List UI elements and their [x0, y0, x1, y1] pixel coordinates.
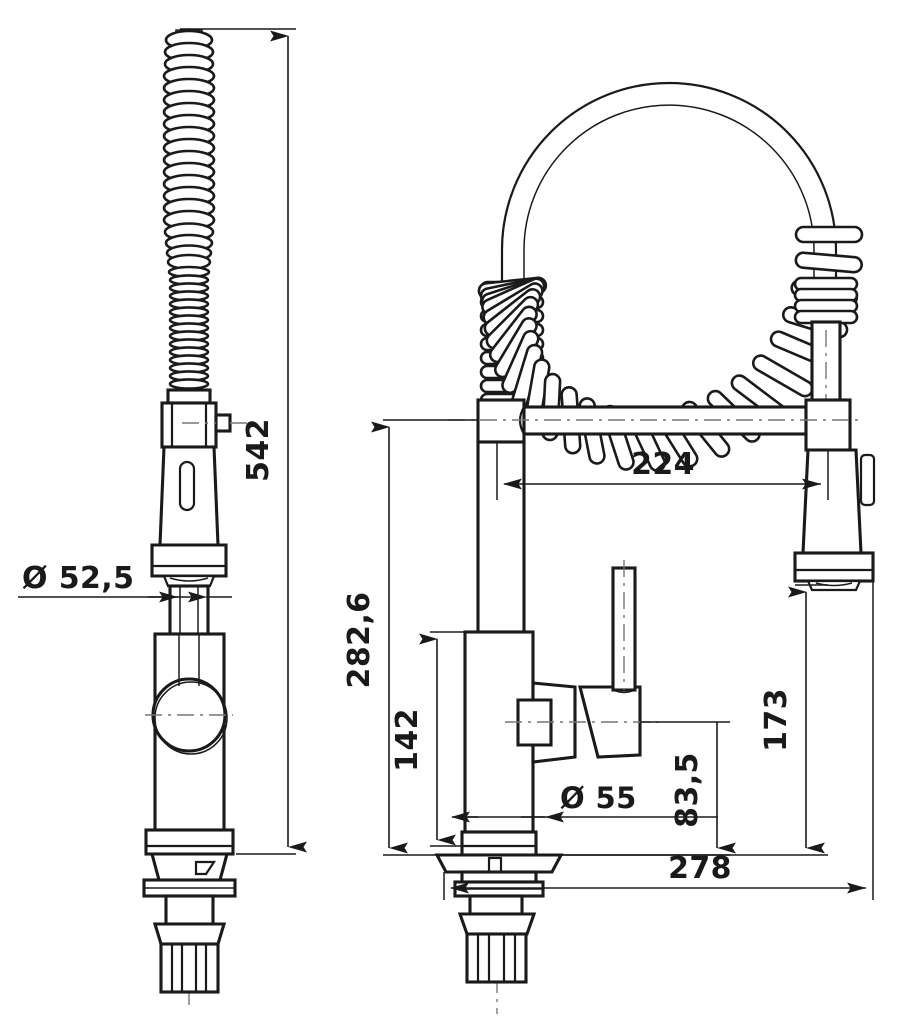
dimension-label-173: 173 [759, 688, 794, 752]
mounting-base-front [434, 830, 564, 984]
coil-spring-hose [162, 29, 216, 391]
front-view: 282,6 142 224 Ø 55 83,5 [342, 81, 876, 1014]
dimension-label-dia55: Ø 55 [560, 781, 637, 815]
dimension-total-reach: 278 [443, 581, 874, 900]
dimension-total-height: 542 [180, 28, 307, 855]
dimension-label-2826: 282,6 [342, 592, 377, 689]
dimension-label-dia525: Ø 52,5 [22, 561, 134, 596]
lever-handle [505, 560, 660, 765]
dimension-arm-reach: 224 [496, 442, 829, 500]
side-view: 542 Ø 52,5 [18, 28, 307, 1010]
spray-head-front [793, 448, 876, 592]
dimension-label-224: 224 [631, 447, 695, 482]
spray-head-riser [810, 320, 842, 414]
dimension-spout-height: 282,6 [342, 419, 478, 856]
threaded-shank [159, 942, 220, 994]
dimension-lever-height: 83,5 [561, 721, 736, 856]
hose-tube [168, 584, 210, 636]
threaded-shank-front [465, 932, 528, 984]
dimension-label-542: 542 [241, 418, 276, 482]
spray-mode-button-front [859, 453, 876, 507]
spray-head [150, 445, 228, 588]
dimension-spray-head-diameter: Ø 52,5 [18, 561, 232, 603]
swivel-arm [448, 398, 860, 452]
hose-ferrule [160, 388, 250, 449]
dimension-body-height: 142 [390, 631, 465, 847]
mixer-body-side [145, 632, 233, 832]
dimension-label-278: 278 [668, 851, 732, 886]
dimension-spray-outlet-height: 173 [561, 584, 828, 856]
dimension-base-diameter: Ø 55 [451, 781, 718, 823]
dimension-label-142: 142 [390, 708, 425, 772]
dimension-label-835: 83,5 [670, 752, 705, 828]
spray-mode-button [178, 460, 196, 512]
mounting-base [142, 828, 237, 994]
mixer-column [463, 440, 535, 834]
